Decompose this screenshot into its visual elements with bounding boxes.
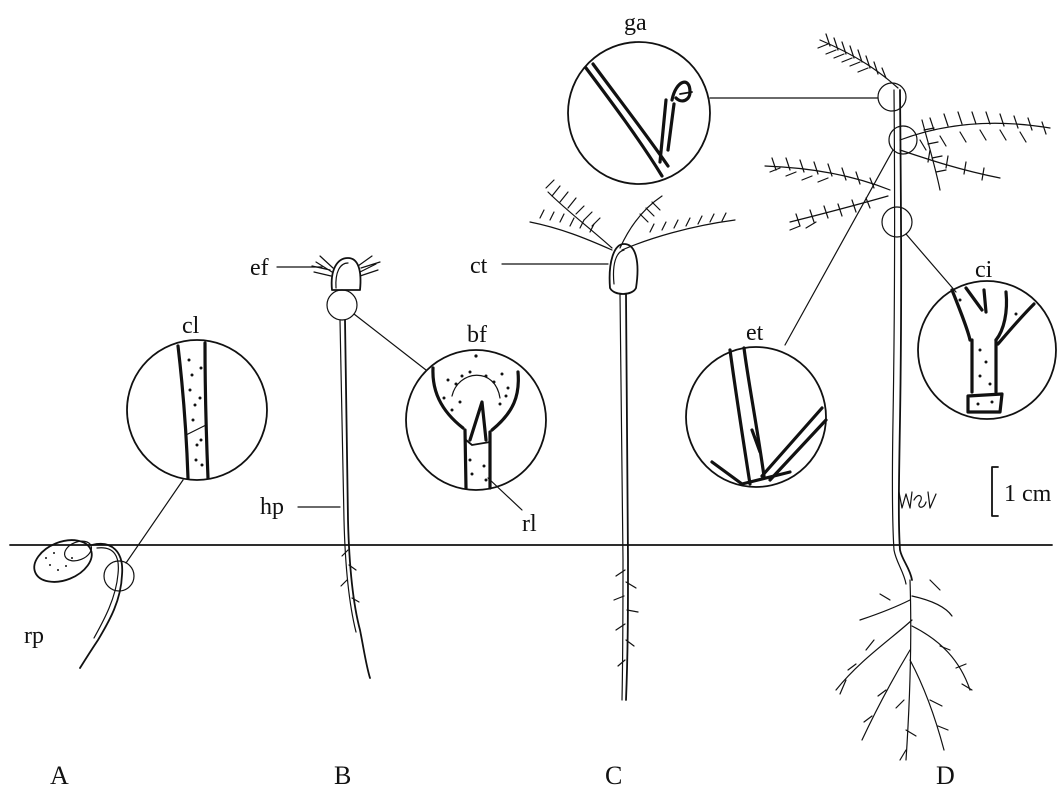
detail-cl <box>127 340 267 480</box>
root-system-d <box>836 580 972 760</box>
label-ci: ci <box>975 257 993 283</box>
radicle-a <box>80 544 122 668</box>
leaflets-c <box>530 180 735 250</box>
zoom-circle-ga <box>878 83 906 111</box>
seedling-c: ct C <box>470 180 735 788</box>
zoom-circle-b <box>327 290 357 320</box>
label-et: et <box>746 320 764 346</box>
stage-label-d: D <box>936 761 955 788</box>
label-cl: cl <box>182 313 200 339</box>
seed-a <box>28 532 98 590</box>
seedling-a: cl rp <box>24 313 267 668</box>
scale-bar: 1 cm <box>992 467 1052 516</box>
leaf-right-d <box>900 112 1050 190</box>
stage-label-b: B <box>334 761 351 788</box>
leaf-left-d <box>765 158 890 230</box>
leader-bf <box>354 314 426 370</box>
zoom-circle-ci <box>882 207 912 237</box>
label-rl: rl <box>522 511 537 537</box>
detail-et <box>686 347 826 487</box>
detail-ga <box>568 42 710 184</box>
artist-signature <box>899 492 936 508</box>
label-ct: ct <box>470 253 488 279</box>
leader-ci <box>906 234 956 292</box>
leaf-top-d <box>818 34 898 88</box>
leader-cl <box>126 480 183 563</box>
scale-bar-label: 1 cm <box>1004 481 1052 507</box>
stage-label-a: A <box>50 761 69 788</box>
label-bf: bf <box>467 322 487 348</box>
seedling-b: bf ef hp rl B <box>250 255 546 788</box>
detail-bf <box>406 350 546 490</box>
stage-label-c: C <box>605 761 622 788</box>
label-ga: ga <box>624 10 647 36</box>
seedling-d: ga et <box>568 10 1056 788</box>
label-rp: rp <box>24 623 44 649</box>
label-ef: ef <box>250 255 269 281</box>
zoom-circle-a <box>104 561 134 591</box>
detail-ci <box>918 281 1056 419</box>
leader-et <box>785 150 893 345</box>
label-hp: hp <box>260 494 284 520</box>
